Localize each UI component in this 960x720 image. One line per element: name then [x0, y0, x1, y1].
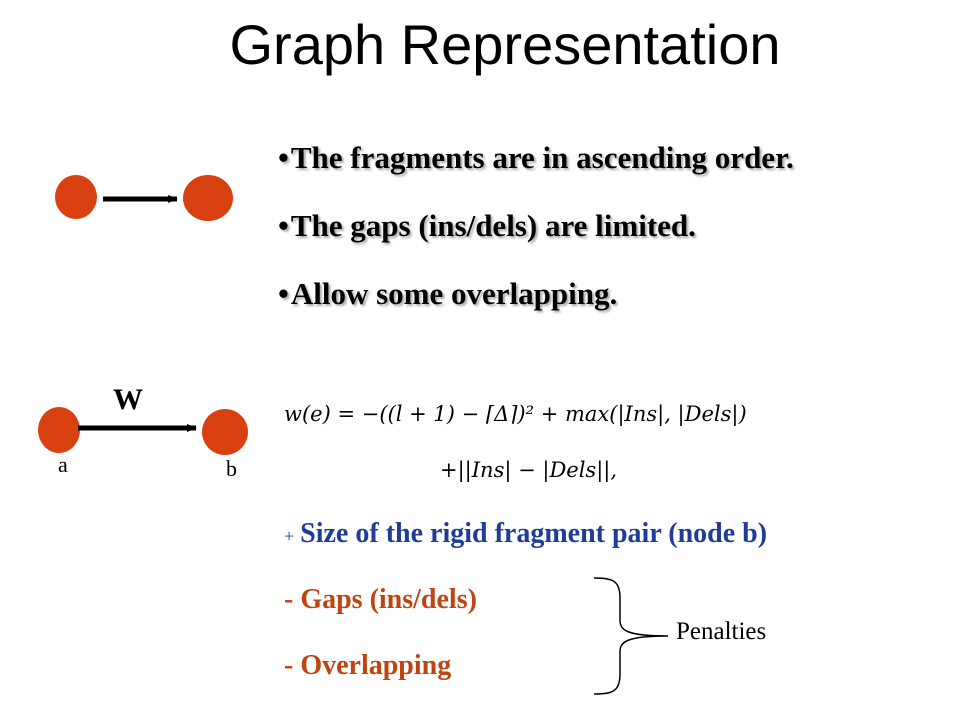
formula-line-2: +||Ins| − |Dels||,	[440, 458, 618, 482]
slide-title: Graph Representation	[229, 13, 781, 76]
bullet-symbol: •	[278, 276, 289, 311]
bullet-text: The gaps (ins/dels) are limited.	[290, 208, 696, 243]
gaps-legend: - Gaps (ins/dels)	[284, 584, 477, 615]
formula-line-1: w(e) = −((l + 1) − ⌈Δ⌉)² + max(|Ins|, |D…	[284, 402, 747, 426]
penalties-brace	[593, 577, 669, 695]
top-left-node	[55, 175, 97, 219]
size-legend-text: Size of the rigid fragment pair (node b)	[300, 518, 768, 549]
bullet-item: •The gaps (ins/dels) are limited.	[278, 208, 794, 276]
bullet-list: •The fragments are in ascending order. •…	[278, 140, 794, 344]
bullet-symbol: •	[278, 140, 289, 175]
bullet-text: The fragments are in ascending order.	[290, 140, 794, 175]
size-legend: +Size of the rigid fragment pair (node b…	[284, 518, 767, 550]
bullet-item: •Allow some overlapping.	[278, 276, 794, 344]
node-b	[202, 409, 248, 455]
node-a	[38, 407, 80, 453]
penalties-label: Penalties	[676, 618, 767, 645]
edge-weight-label: W	[113, 383, 143, 416]
node-a-label: a	[58, 452, 68, 477]
node-b-label: b	[226, 456, 237, 481]
bullet-text: Allow some overlapping.	[290, 276, 618, 311]
bullet-symbol: •	[278, 208, 289, 243]
overlap-legend: - Overlapping	[284, 650, 452, 681]
bullet-item: •The fragments are in ascending order.	[278, 140, 794, 208]
plus-symbol: +	[284, 526, 295, 546]
top-right-node	[183, 175, 233, 221]
